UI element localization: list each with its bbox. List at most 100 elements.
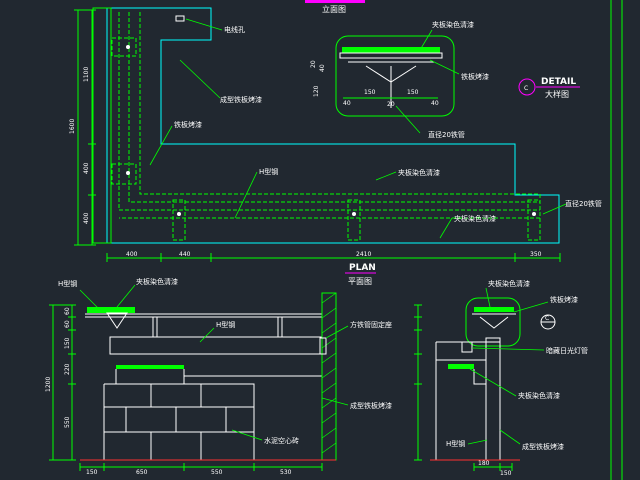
right-counter-shelf xyxy=(436,359,486,385)
top-view: 立面图 电线孔 成型铁板烤漆 铁板烤漆 H型钢 夹板染色清漆 xyxy=(69,0,602,262)
label-lamp: 暗藏日光灯管 xyxy=(546,346,588,355)
label-wire-hole: 电线孔 xyxy=(224,25,245,34)
right-post-cap xyxy=(485,337,501,343)
detail-badge-title: DETAIL xyxy=(541,77,576,87)
bracket-b xyxy=(347,199,361,241)
detail-dim-120: 120 xyxy=(313,85,320,97)
left-dim-v-60a: 60 xyxy=(64,307,71,315)
dim-h-2410: 2410 xyxy=(356,251,371,258)
left-post-2 xyxy=(277,316,283,338)
wire-hole-symbol xyxy=(175,15,185,22)
bracket-corner xyxy=(111,163,137,185)
left-upper-shelf xyxy=(109,336,323,355)
bolt-b xyxy=(352,212,356,216)
detail-c-section: 夹板染色清漆 铁板烤漆 直径20铁管 20 40 120 40 150 150 … xyxy=(310,20,489,139)
dim-v-400a: 400 xyxy=(83,162,90,174)
detail-dim-20a: 20 xyxy=(310,60,317,68)
leader-lamp xyxy=(471,347,545,351)
right-dim-h-150: 150 xyxy=(500,470,512,477)
left-counter-body xyxy=(103,383,255,460)
detail-leader-board xyxy=(419,29,433,51)
left-dim-h-530: 530 xyxy=(280,469,292,476)
leader-formed-iron xyxy=(179,59,221,99)
detail-leader-pipe xyxy=(395,105,421,134)
right-counter-top xyxy=(435,341,486,460)
detail-badge-letter: C xyxy=(524,85,528,92)
leader-right-board-top xyxy=(485,287,491,308)
detail-badge-subtitle: 大样图 xyxy=(545,89,569,99)
counter-outline xyxy=(106,7,560,244)
leader-formed-iron-left xyxy=(321,397,349,406)
bolt-c xyxy=(532,212,536,216)
leader-pipe xyxy=(542,203,567,215)
h-steel-dash-inner xyxy=(119,12,541,219)
leader-h-steel-top xyxy=(79,289,99,309)
left-end-panel xyxy=(92,7,112,244)
top-view-title: 立面图 xyxy=(322,4,346,14)
label-board-low: 夹板染色清漆 xyxy=(454,214,496,223)
label-right-h-steel: H型钢 xyxy=(446,439,465,448)
detail-dim-150-right: 150 xyxy=(407,89,419,96)
right-lower-board xyxy=(448,364,474,369)
label-board-mid: 夹板染色清漆 xyxy=(398,168,440,177)
left-dim-v-220: 220 xyxy=(64,363,71,375)
detail-dim-40-left: 40 xyxy=(343,100,351,107)
left-counter-step xyxy=(115,369,185,384)
label-right-formed-iron: 成型铁板烤漆 xyxy=(522,442,564,451)
detail-label-iron: 铁板烤漆 xyxy=(461,72,489,81)
leader-h-steel xyxy=(234,171,258,219)
label-h-steel: H型钢 xyxy=(259,167,278,176)
leader-h-steel-mid xyxy=(199,327,215,343)
detail-iron-plate xyxy=(339,52,443,59)
leader-iron-paint xyxy=(149,125,173,166)
left-dim-h-650: 650 xyxy=(136,469,148,476)
label-formed-iron-left: 成型铁板烤漆 xyxy=(350,401,392,410)
right-badge-letter: C xyxy=(545,315,549,322)
left-dim-ticks-h xyxy=(79,463,323,471)
label-iron-paint: 铁板烤漆 xyxy=(174,120,202,129)
leader-right-iron xyxy=(513,301,549,313)
leader-board-mid xyxy=(375,171,397,181)
detail-label-board: 夹板染色清漆 xyxy=(432,20,474,29)
left-top-board xyxy=(87,307,135,313)
wall-hatch xyxy=(321,292,337,454)
bracket-top xyxy=(111,37,137,57)
leader-right-board-low xyxy=(469,368,517,397)
left-dim-v-60b: 60 xyxy=(64,320,71,328)
dim-v-1100: 1100 xyxy=(83,67,90,82)
detail-dim-150-left: 150 xyxy=(364,89,376,96)
lamp-box xyxy=(461,341,473,353)
bolt-corner xyxy=(126,171,130,175)
label-h-steel-top: H型钢 xyxy=(58,279,77,288)
detail-top-board xyxy=(342,47,440,53)
brick-pattern xyxy=(104,384,254,460)
bolt-a xyxy=(177,212,181,216)
plan-title: PLAN xyxy=(349,263,376,273)
detail-dim-20b: 20 xyxy=(387,101,395,108)
section-left: H型钢 夹板染色清漆 H型钢 方铁管固定座 成型铁板烤漆 水泥空心砖 1200 … xyxy=(45,277,392,476)
detail-label-pipe: 直径20铁管 xyxy=(428,130,465,139)
dim-v-1600: 1600 xyxy=(69,119,76,134)
left-bracket xyxy=(106,312,128,329)
left-counter-board xyxy=(116,365,184,369)
label-formed-iron: 成型铁板烤漆 xyxy=(220,95,262,104)
dim-ticks-vertical xyxy=(74,9,96,246)
right-post xyxy=(485,338,501,460)
label-right-board-low: 夹板染色清漆 xyxy=(518,391,560,400)
label-square-pipe: 方铁管固定座 xyxy=(350,320,392,329)
leader-square-pipe xyxy=(325,325,349,339)
dim-h-400: 400 xyxy=(126,251,138,258)
detail-leader-iron xyxy=(429,59,460,75)
label-brick: 水泥空心砖 xyxy=(264,436,299,445)
square-pipe-seat xyxy=(319,337,327,355)
section-right: C 夹板染色清漆 铁板烤漆 暗藏日光灯管 夹板染色清漆 H型钢 成型铁板烤漆 1… xyxy=(414,279,588,477)
title-underline-magenta xyxy=(305,0,365,3)
leader-brick xyxy=(231,429,263,441)
right-dim-ticks xyxy=(414,304,422,461)
detail-dim-40-right: 40 xyxy=(431,100,439,107)
dim-h-350: 350 xyxy=(530,251,542,258)
left-counter-right xyxy=(184,375,323,460)
left-dim-h-150: 150 xyxy=(86,469,98,476)
right-bracket xyxy=(479,316,509,329)
